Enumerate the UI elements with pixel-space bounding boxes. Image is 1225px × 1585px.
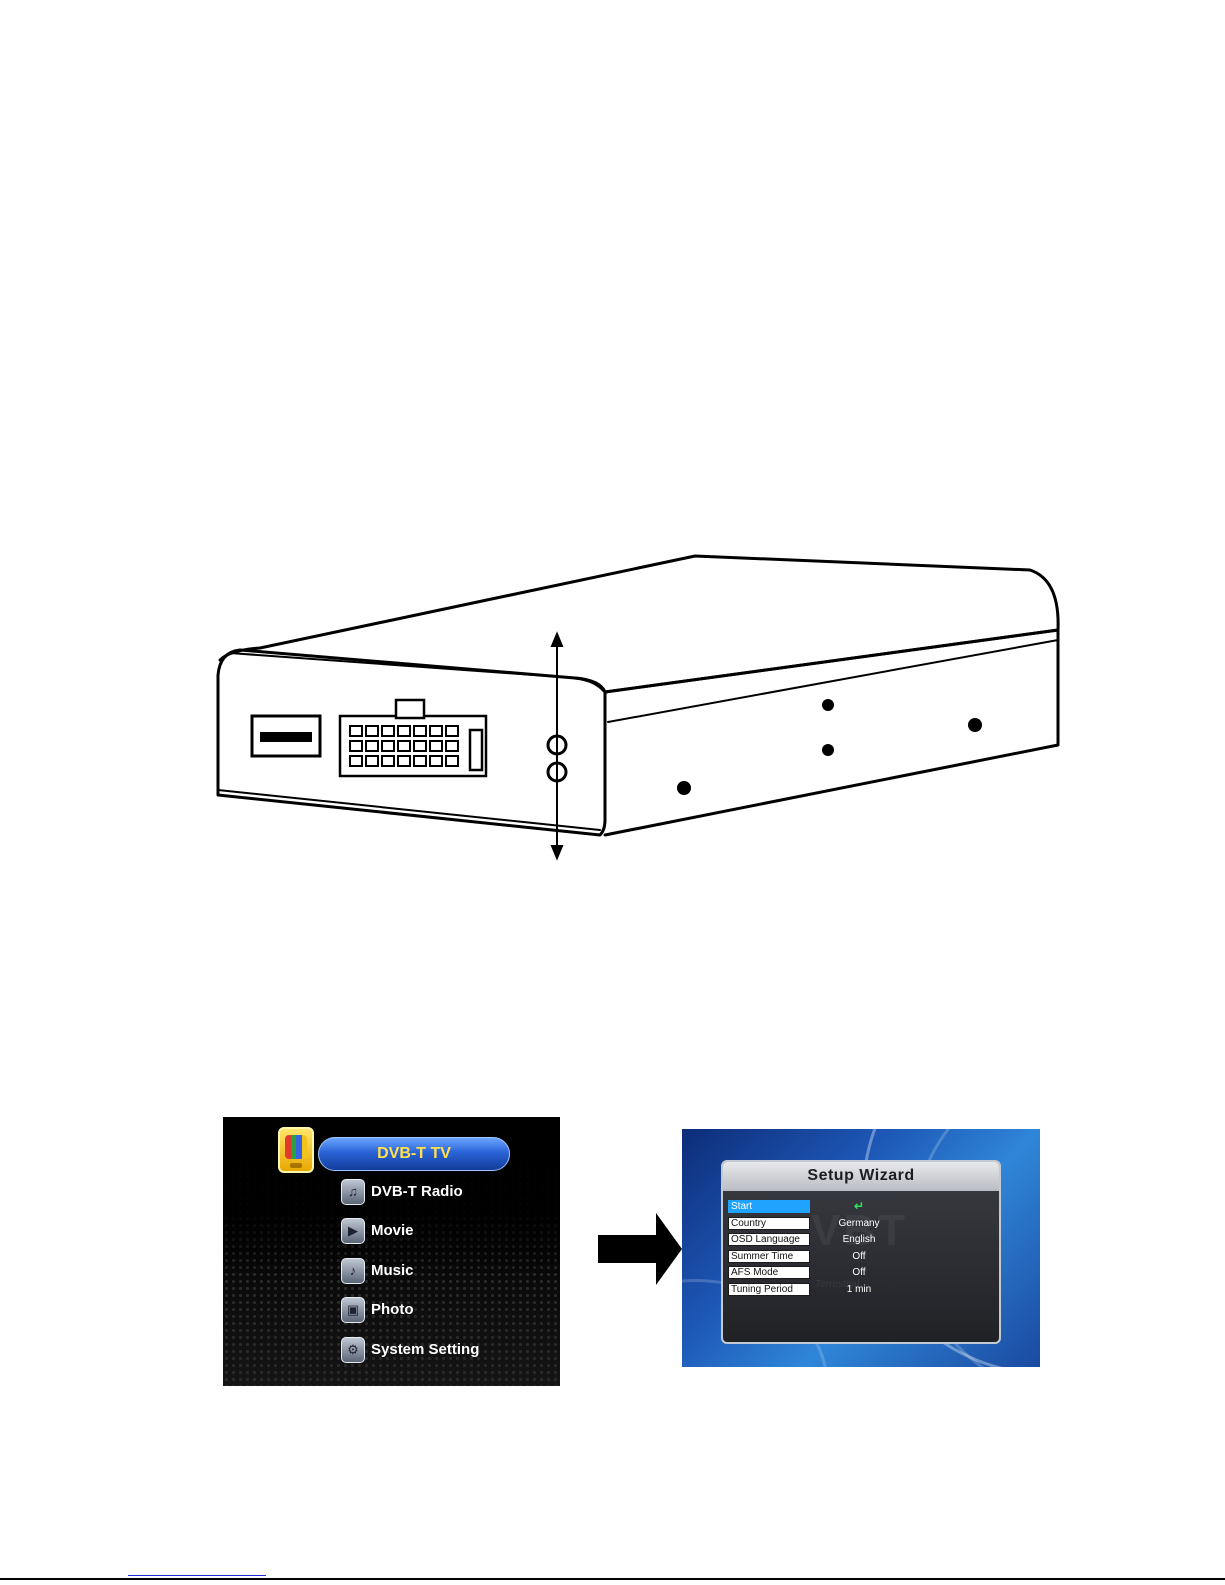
tv-icon [278,1127,314,1173]
menu-item-label: Music [371,1262,414,1279]
menu-item-music[interactable]: ♪ Music [341,1257,551,1287]
dialog-title-bar: Setup Wizard [723,1162,999,1191]
wizard-row-start[interactable]: Start ↵ [728,1200,998,1213]
row-value: Germany [818,1217,900,1230]
screw-holes [677,699,982,795]
menu-item-system-setting[interactable]: ⚙ System Setting [341,1336,551,1366]
setup-wizard-dialog: Setup Wizard VBT Terrestrial Start ↵ Cou… [721,1160,1001,1344]
main-menu-screenshot: DVB-T TV ♫ DVB-T Radio ▶ Movie ♪ Music ▣… [223,1117,560,1386]
wizard-row-osd-language[interactable]: OSD Language English [728,1233,998,1246]
row-value: Off [818,1250,900,1263]
menu-item-label: DVB-T TV [319,1145,509,1163]
wizard-row-afs-mode[interactable]: AFS Mode Off [728,1266,998,1279]
row-label: Start [728,1200,810,1213]
menu-item-label: System Setting [371,1341,479,1358]
menu-item-label: DVB-T Radio [371,1183,463,1200]
wizard-row-summer-time[interactable]: Summer Time Off [728,1250,998,1263]
music-icon: ♪ [341,1258,365,1284]
menu-item-label: Movie [371,1222,414,1239]
row-value: English [818,1233,900,1246]
right-arrow-icon [598,1213,682,1285]
menu-item-label: Photo [371,1301,414,1318]
menu-item-dvbt-tv[interactable]: DVB-T TV [318,1137,510,1171]
row-label: AFS Mode [728,1266,810,1279]
footer-link-underline [128,1575,266,1576]
footer-rule [0,1578,1225,1580]
brand-watermark: VBT [811,1206,908,1256]
wizard-row-tuning-period[interactable]: Tuning Period 1 min [728,1283,998,1296]
dialog-title: Setup Wizard [723,1167,999,1185]
wizard-row-country[interactable]: Country Germany [728,1217,998,1230]
pin-connector [340,700,486,776]
menu-item-movie[interactable]: ▶ Movie [341,1217,551,1247]
movie-icon: ▶ [341,1218,365,1244]
device-illustration [200,540,1080,880]
row-label: Summer Time [728,1250,810,1263]
photo-icon: ▣ [341,1297,365,1323]
row-label: Country [728,1217,810,1230]
row-label: OSD Language [728,1233,810,1246]
menu-item-dvbt-radio[interactable]: ♫ DVB-T Radio [341,1178,551,1208]
row-label: Tuning Period [728,1283,810,1296]
row-value: Off [818,1266,900,1279]
radio-icon: ♫ [341,1179,365,1205]
row-value: 1 min [818,1283,900,1296]
usb-port [252,716,320,756]
enter-icon: ↵ [818,1200,900,1213]
settings-icon: ⚙ [341,1337,365,1363]
setup-wizard-screenshot: Setup Wizard VBT Terrestrial Start ↵ Cou… [682,1129,1040,1367]
menu-item-photo[interactable]: ▣ Photo [341,1296,551,1326]
